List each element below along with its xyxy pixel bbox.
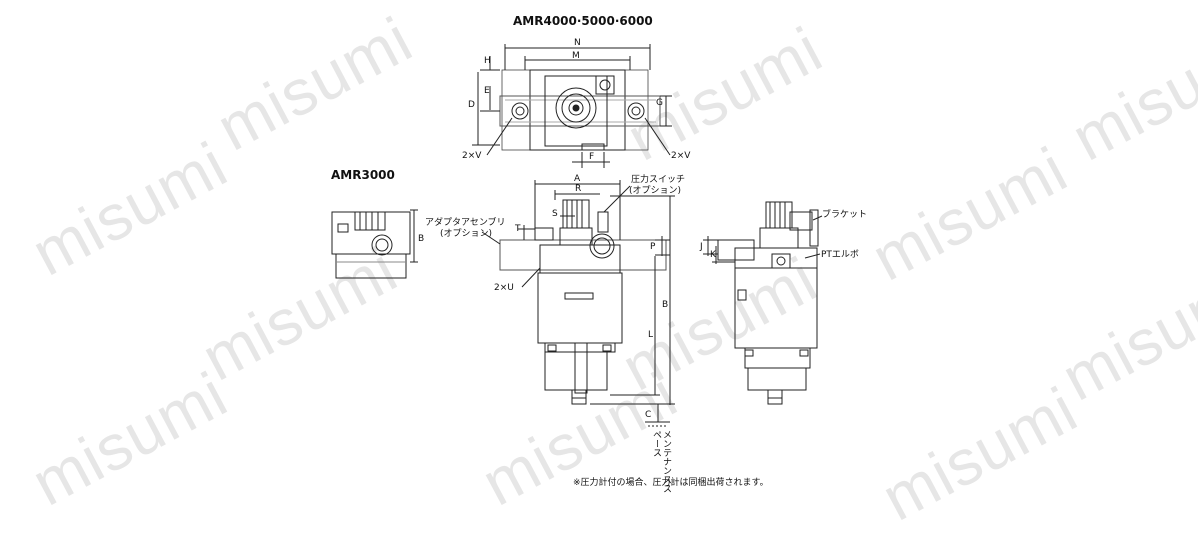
title-amr4000-series: AMR4000·5000·6000	[513, 14, 653, 28]
dim-label-2xV-right: 2×V	[671, 151, 691, 161]
dim-label-E: E	[484, 86, 490, 96]
callout-maintenance-space: メンテナンススペース	[651, 430, 671, 493]
technical-drawing	[331, 44, 823, 427]
callout-pt-elbow: PTエルボ	[821, 250, 859, 260]
dim-label-S: S	[552, 209, 558, 219]
dim-label-M: M	[572, 51, 580, 61]
dim-label-P: P	[650, 242, 656, 252]
front-view	[481, 180, 675, 427]
dim-label-2xV-left: 2×V	[462, 151, 482, 161]
amr3000-view	[331, 209, 418, 279]
dim-label-C: C	[645, 410, 652, 420]
callout-bracket: ブラケット	[822, 210, 868, 220]
dim-label-N: N	[574, 38, 581, 48]
dim-label-A: A	[574, 174, 581, 184]
dim-label-B: B	[662, 300, 669, 310]
dim-label-D: D	[468, 100, 475, 110]
dim-label-amr3000-B: B	[418, 234, 425, 244]
callout-adapter-option: (オプション)	[440, 229, 493, 239]
dim-label-G: G	[656, 98, 663, 108]
dim-label-L: L	[648, 330, 654, 340]
side-view	[703, 201, 823, 405]
dim-label-T: T	[515, 224, 521, 234]
dim-label-H: H	[484, 56, 491, 66]
callout-adapter-assembly: アダプタアセンブリ	[425, 218, 506, 228]
title-amr3000: AMR3000	[331, 168, 395, 182]
callout-pressure-switch-option: (オプション)	[629, 186, 682, 196]
dim-label-J: J	[700, 242, 703, 252]
callout-pressure-switch: 圧力スイッチ	[631, 175, 686, 185]
footnote: ※圧力計付の場合、圧力計は同梱出荷されます。	[573, 478, 769, 488]
dim-label-2xU: 2×U	[494, 283, 514, 293]
dim-label-R: R	[575, 184, 582, 194]
dim-label-F: F	[589, 152, 595, 162]
top-view	[472, 44, 672, 168]
dim-label-K: K	[710, 250, 716, 260]
